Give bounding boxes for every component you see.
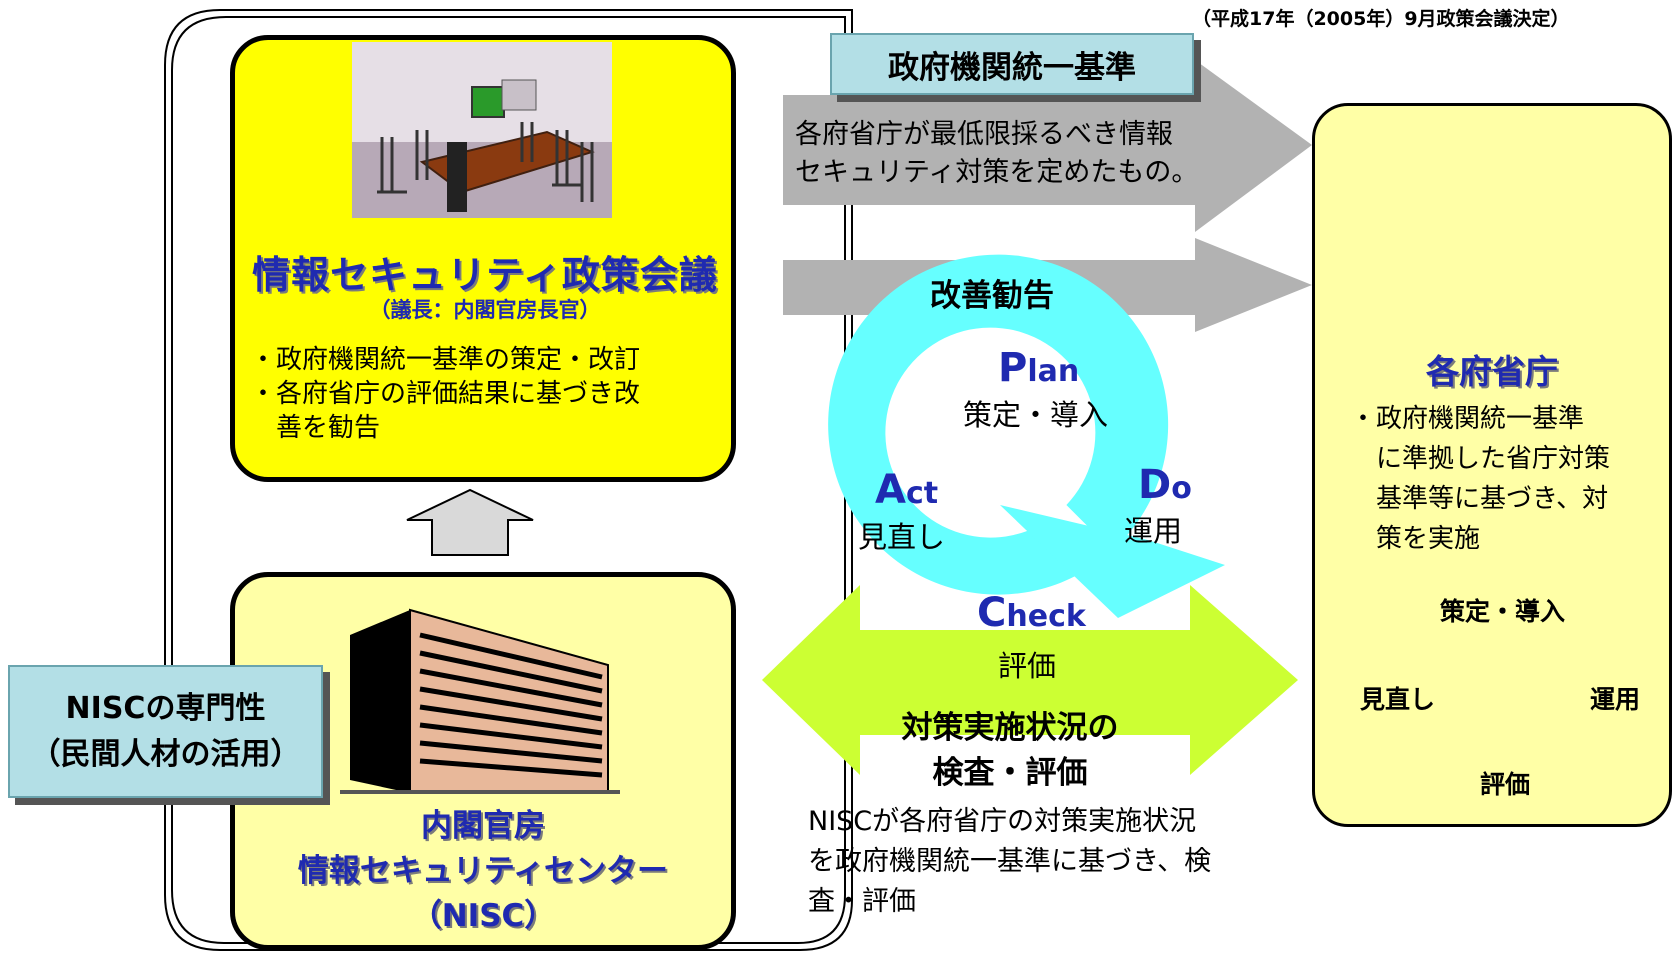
pdca-plan-sub: 策定・導入: [963, 398, 1109, 432]
ministries-box: [1312, 103, 1672, 827]
advice-label: 改善勧告: [930, 278, 1054, 314]
council-title: 情報セキュリティ政策会議: [252, 253, 718, 297]
pdca-ring: [828, 254, 1169, 595]
expertise-line2: （民間人材の活用）: [30, 736, 301, 772]
small-cycle-bottom: 評価: [1480, 770, 1531, 799]
standard-description-line1: 各府省庁が最低限採るべき情報: [795, 119, 1173, 150]
standard-label: 政府機関統一基準: [830, 33, 1194, 95]
pdca-check-sub: 評価: [998, 649, 1057, 683]
outer-frame-inner: [171, 16, 846, 944]
ministries-bullet: 基準等に基づき、対: [1350, 484, 1609, 514]
up-arrow: [406, 488, 534, 556]
standard-label-text: 政府機関統一基準: [888, 49, 1136, 86]
inspection-arrow: [762, 585, 1298, 775]
council-bullet: ・政府機関統一基準の策定・改訂: [250, 345, 641, 375]
small-cycle-left: 見直し: [1360, 685, 1436, 714]
pdca-check-label: Check: [977, 590, 1086, 636]
nisc-name-line3: （NISC）: [410, 898, 556, 934]
decision-note: （平成17年（2005年）9月政策会議決定）: [1192, 8, 1570, 30]
council-bullet: 善を勧告: [250, 413, 381, 443]
expertise-line1: NISCの専門性: [65, 690, 266, 726]
council-bullet: ・各府省庁の評価結果に基づき改: [250, 379, 641, 409]
inspection-line1: 対策実施状況の: [901, 710, 1119, 746]
pdca-cycle: [828, 254, 1225, 618]
small-cycle-top: 策定・導入: [1440, 597, 1566, 626]
pdca-do-sub: 運用: [1124, 514, 1183, 548]
nisc-name-line2: 情報セキュリティセンター: [297, 853, 669, 889]
nisc-name-line1: 内閣官房: [421, 808, 545, 844]
inspection-desc-line2: を政府機関統一基準に基づき、検: [808, 846, 1212, 877]
council-chair: （議長：内閣官房長官）: [369, 298, 601, 322]
pdca-arrowhead: [1000, 505, 1225, 618]
inspection-line2: 検査・評価: [932, 755, 1088, 791]
standard-description-line2: セキュリティ対策を定めたもの。: [795, 157, 1199, 188]
meeting-room-image: [352, 42, 612, 218]
standard-arrow: [783, 60, 1312, 232]
pdca-act-sub: 見直し: [858, 520, 946, 554]
pdca-plan-label: Plan: [998, 345, 1080, 391]
ministries-title: 各府省庁: [1426, 352, 1558, 391]
pdca-act-label: Act: [875, 467, 939, 513]
ministries-bullet: 策を実施: [1350, 524, 1481, 554]
pdca-do-label: Do: [1138, 462, 1192, 508]
inspection-desc-line3: 査・評価: [808, 886, 916, 917]
outer-frame: [164, 9, 853, 951]
inspection-desc-line1: NISCが各府省庁の対策実施状況: [808, 806, 1197, 837]
ministries-bullet: に準拠した省庁対策: [1350, 444, 1611, 474]
nisc-building-icon: [340, 608, 620, 794]
small-cycle-right: 運用: [1590, 685, 1641, 714]
expertise-label: NISCの専門性 （民間人材の活用）: [8, 665, 323, 798]
ministries-bullet: ・政府機関統一基準: [1350, 404, 1585, 434]
